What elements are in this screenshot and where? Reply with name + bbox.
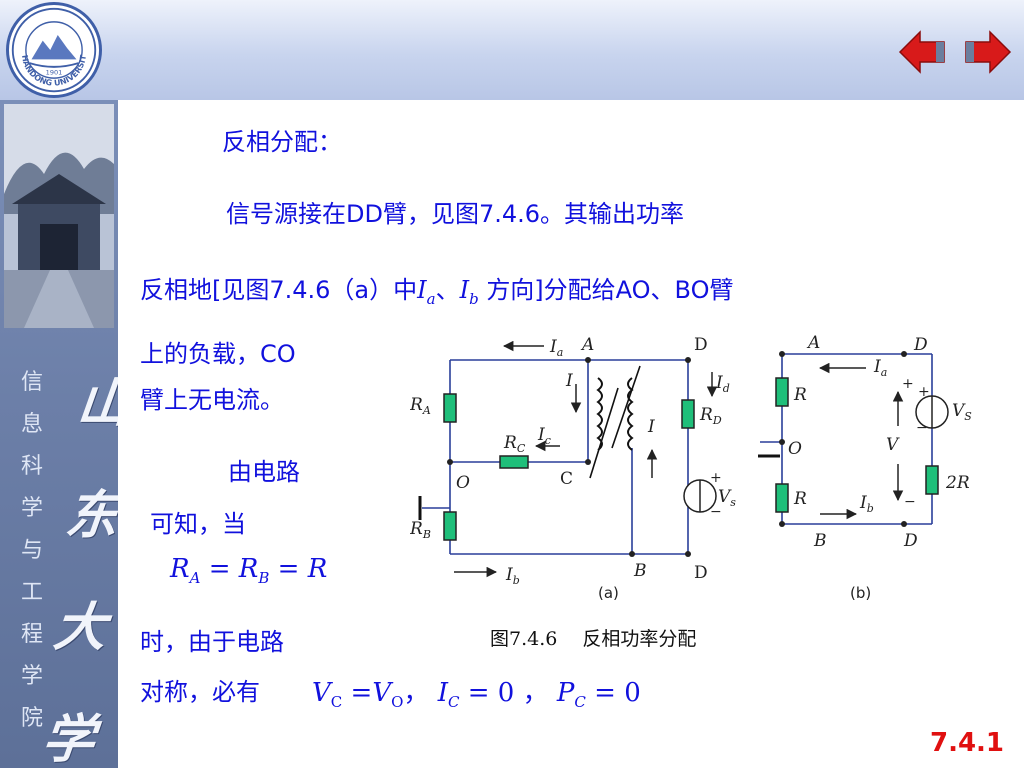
svg-text:+: + <box>902 376 914 392</box>
text-line-2: 反相地[见图7.4.6（a）中Ia、Ib 方向]分配给AO、BO臂 <box>140 276 734 308</box>
svg-text:R: R <box>793 489 807 509</box>
svg-text:D: D <box>903 531 918 551</box>
svg-text:D: D <box>694 563 708 583</box>
resistor-rb <box>443 511 457 541</box>
previous-slide-button[interactable] <box>896 26 948 78</box>
svg-text:VS: VS <box>952 401 972 423</box>
svg-text:C: C <box>560 469 573 489</box>
svg-text:Id: Id <box>715 373 730 395</box>
svg-text:O: O <box>788 439 802 459</box>
svg-text:A: A <box>580 335 594 355</box>
svg-text:D: D <box>694 335 708 355</box>
circuit-diagram: Ia A D RA O RB RC Ic C I I Id RD + Vs − … <box>409 328 990 606</box>
text-line-8: 对称，必有 <box>140 678 260 706</box>
svg-text:−: − <box>904 494 916 510</box>
svg-text:Vs: Vs <box>718 487 736 509</box>
svg-text:RC: RC <box>503 433 526 455</box>
slide-heading: 反相分配： <box>222 128 342 156</box>
text-line-4: 臂上无电流。 <box>140 386 284 414</box>
text-line-3: 上的负载，CO <box>140 340 296 368</box>
equation-resistance: RA = RB = R <box>170 554 328 588</box>
svg-text:V: V <box>886 435 900 455</box>
svg-text:−: − <box>916 420 928 436</box>
svg-text:(b): (b) <box>850 584 871 602</box>
college-name-vertical: 信 息 科 学 与 工 程 学 院 <box>20 370 43 731</box>
text-line-1: 信号源接在DD臂，见图7.4.6。其输出功率 <box>226 200 685 228</box>
university-logo: SHANDONG UNIVERSITY 1901 <box>5 0 102 98</box>
page-number: 7.4.1 <box>930 728 1005 758</box>
svg-text:A: A <box>806 333 820 353</box>
svg-text:+: + <box>710 470 722 486</box>
svg-text:Ib: Ib <box>505 565 520 587</box>
arrow-left-icon <box>898 30 945 74</box>
svg-text:Ic: Ic <box>537 425 551 447</box>
svg-text:Ia: Ia <box>873 357 887 379</box>
resistor-r2 <box>775 483 789 513</box>
circuit-a <box>418 359 689 555</box>
svg-text:1901: 1901 <box>46 68 63 76</box>
resistor-ra <box>443 393 457 423</box>
next-slide-button[interactable] <box>962 26 1014 78</box>
resistor-2r <box>925 465 939 495</box>
svg-text:R: R <box>793 385 807 405</box>
current-symbols: Ia、Ib <box>417 276 479 308</box>
svg-text:(a): (a) <box>598 584 619 602</box>
figure-caption: 图7.4.6 反相功率分配 <box>490 628 697 650</box>
svg-text:D: D <box>913 335 928 355</box>
svg-text:Ia: Ia <box>549 337 563 359</box>
svg-text:O: O <box>456 473 470 493</box>
sidebar: 信 息 科 学 与 工 程 学 院 山 东 大 学 <box>0 100 118 768</box>
svg-text:RA: RA <box>410 395 431 417</box>
svg-text:I: I <box>647 417 655 437</box>
svg-text:RB: RB <box>410 519 431 541</box>
resistor-r1 <box>775 377 789 407</box>
campus-gate-photo <box>4 104 114 328</box>
svg-text:+: + <box>918 384 930 400</box>
svg-text:Ib: Ib <box>859 493 874 515</box>
svg-text:B: B <box>813 531 827 551</box>
header-band <box>0 0 1024 100</box>
svg-text:I: I <box>565 371 573 391</box>
arrow-right-icon <box>965 30 1012 74</box>
text-line-7: 时，由于电路 <box>140 628 284 656</box>
text-line-5: 由电路 <box>228 458 300 486</box>
svg-text:B: B <box>633 561 647 581</box>
svg-text:2R: 2R <box>945 473 970 493</box>
equation-result: VC =VO， IC = 0 ， PC = 0 <box>312 678 641 712</box>
resistor-rc <box>499 455 529 469</box>
resistor-rd <box>681 399 695 429</box>
svg-text:RD: RD <box>699 405 722 427</box>
text-line-6: 可知，当 <box>150 510 246 538</box>
svg-text:−: − <box>710 504 722 520</box>
